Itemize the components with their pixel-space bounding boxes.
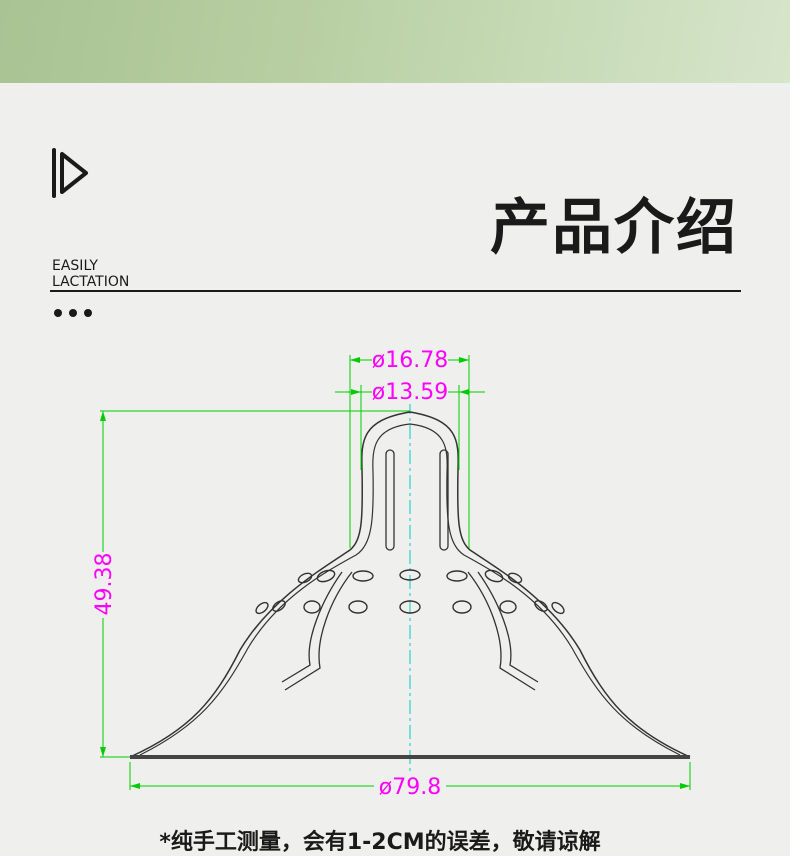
slit-left <box>385 449 395 551</box>
dimension-arrows <box>100 357 690 789</box>
nipple-base <box>130 755 690 759</box>
extension-lines <box>100 355 691 790</box>
dimension-height: 49.38 <box>92 553 117 616</box>
nipple-outer-outline <box>129 411 691 758</box>
rib-left <box>284 571 353 691</box>
top-banner <box>0 0 790 83</box>
dimension-base: ø79.8 <box>379 775 441 800</box>
rib-right-inner <box>477 571 539 683</box>
nipple-inner-outline <box>139 423 681 756</box>
page-title: 产品介绍 <box>490 193 738 263</box>
dot-icon <box>69 309 77 317</box>
rib-left-inner <box>281 571 343 683</box>
dimension-tip-outer: ø16.78 <box>372 348 448 373</box>
rib-right <box>467 571 536 691</box>
decorative-dots <box>54 302 99 321</box>
divider-line <box>50 290 741 292</box>
dimension-tip-inner: ø13.59 <box>372 380 448 405</box>
nipple-technical-drawing: ø16.78 ø13.59 49.38 ø79.8 <box>92 348 691 800</box>
dot-icon <box>54 309 62 317</box>
subtitle-line-1: EASILY <box>52 258 98 274</box>
subtitle-line-2: LACTATION <box>52 274 130 290</box>
dot-icon <box>84 309 92 317</box>
measurement-note: *纯手工测量，会有1-2CM的误差，敬请谅解 <box>159 830 601 855</box>
slit-right <box>439 449 449 551</box>
play-bracket-icon <box>52 148 88 198</box>
vent-holes <box>255 569 565 615</box>
